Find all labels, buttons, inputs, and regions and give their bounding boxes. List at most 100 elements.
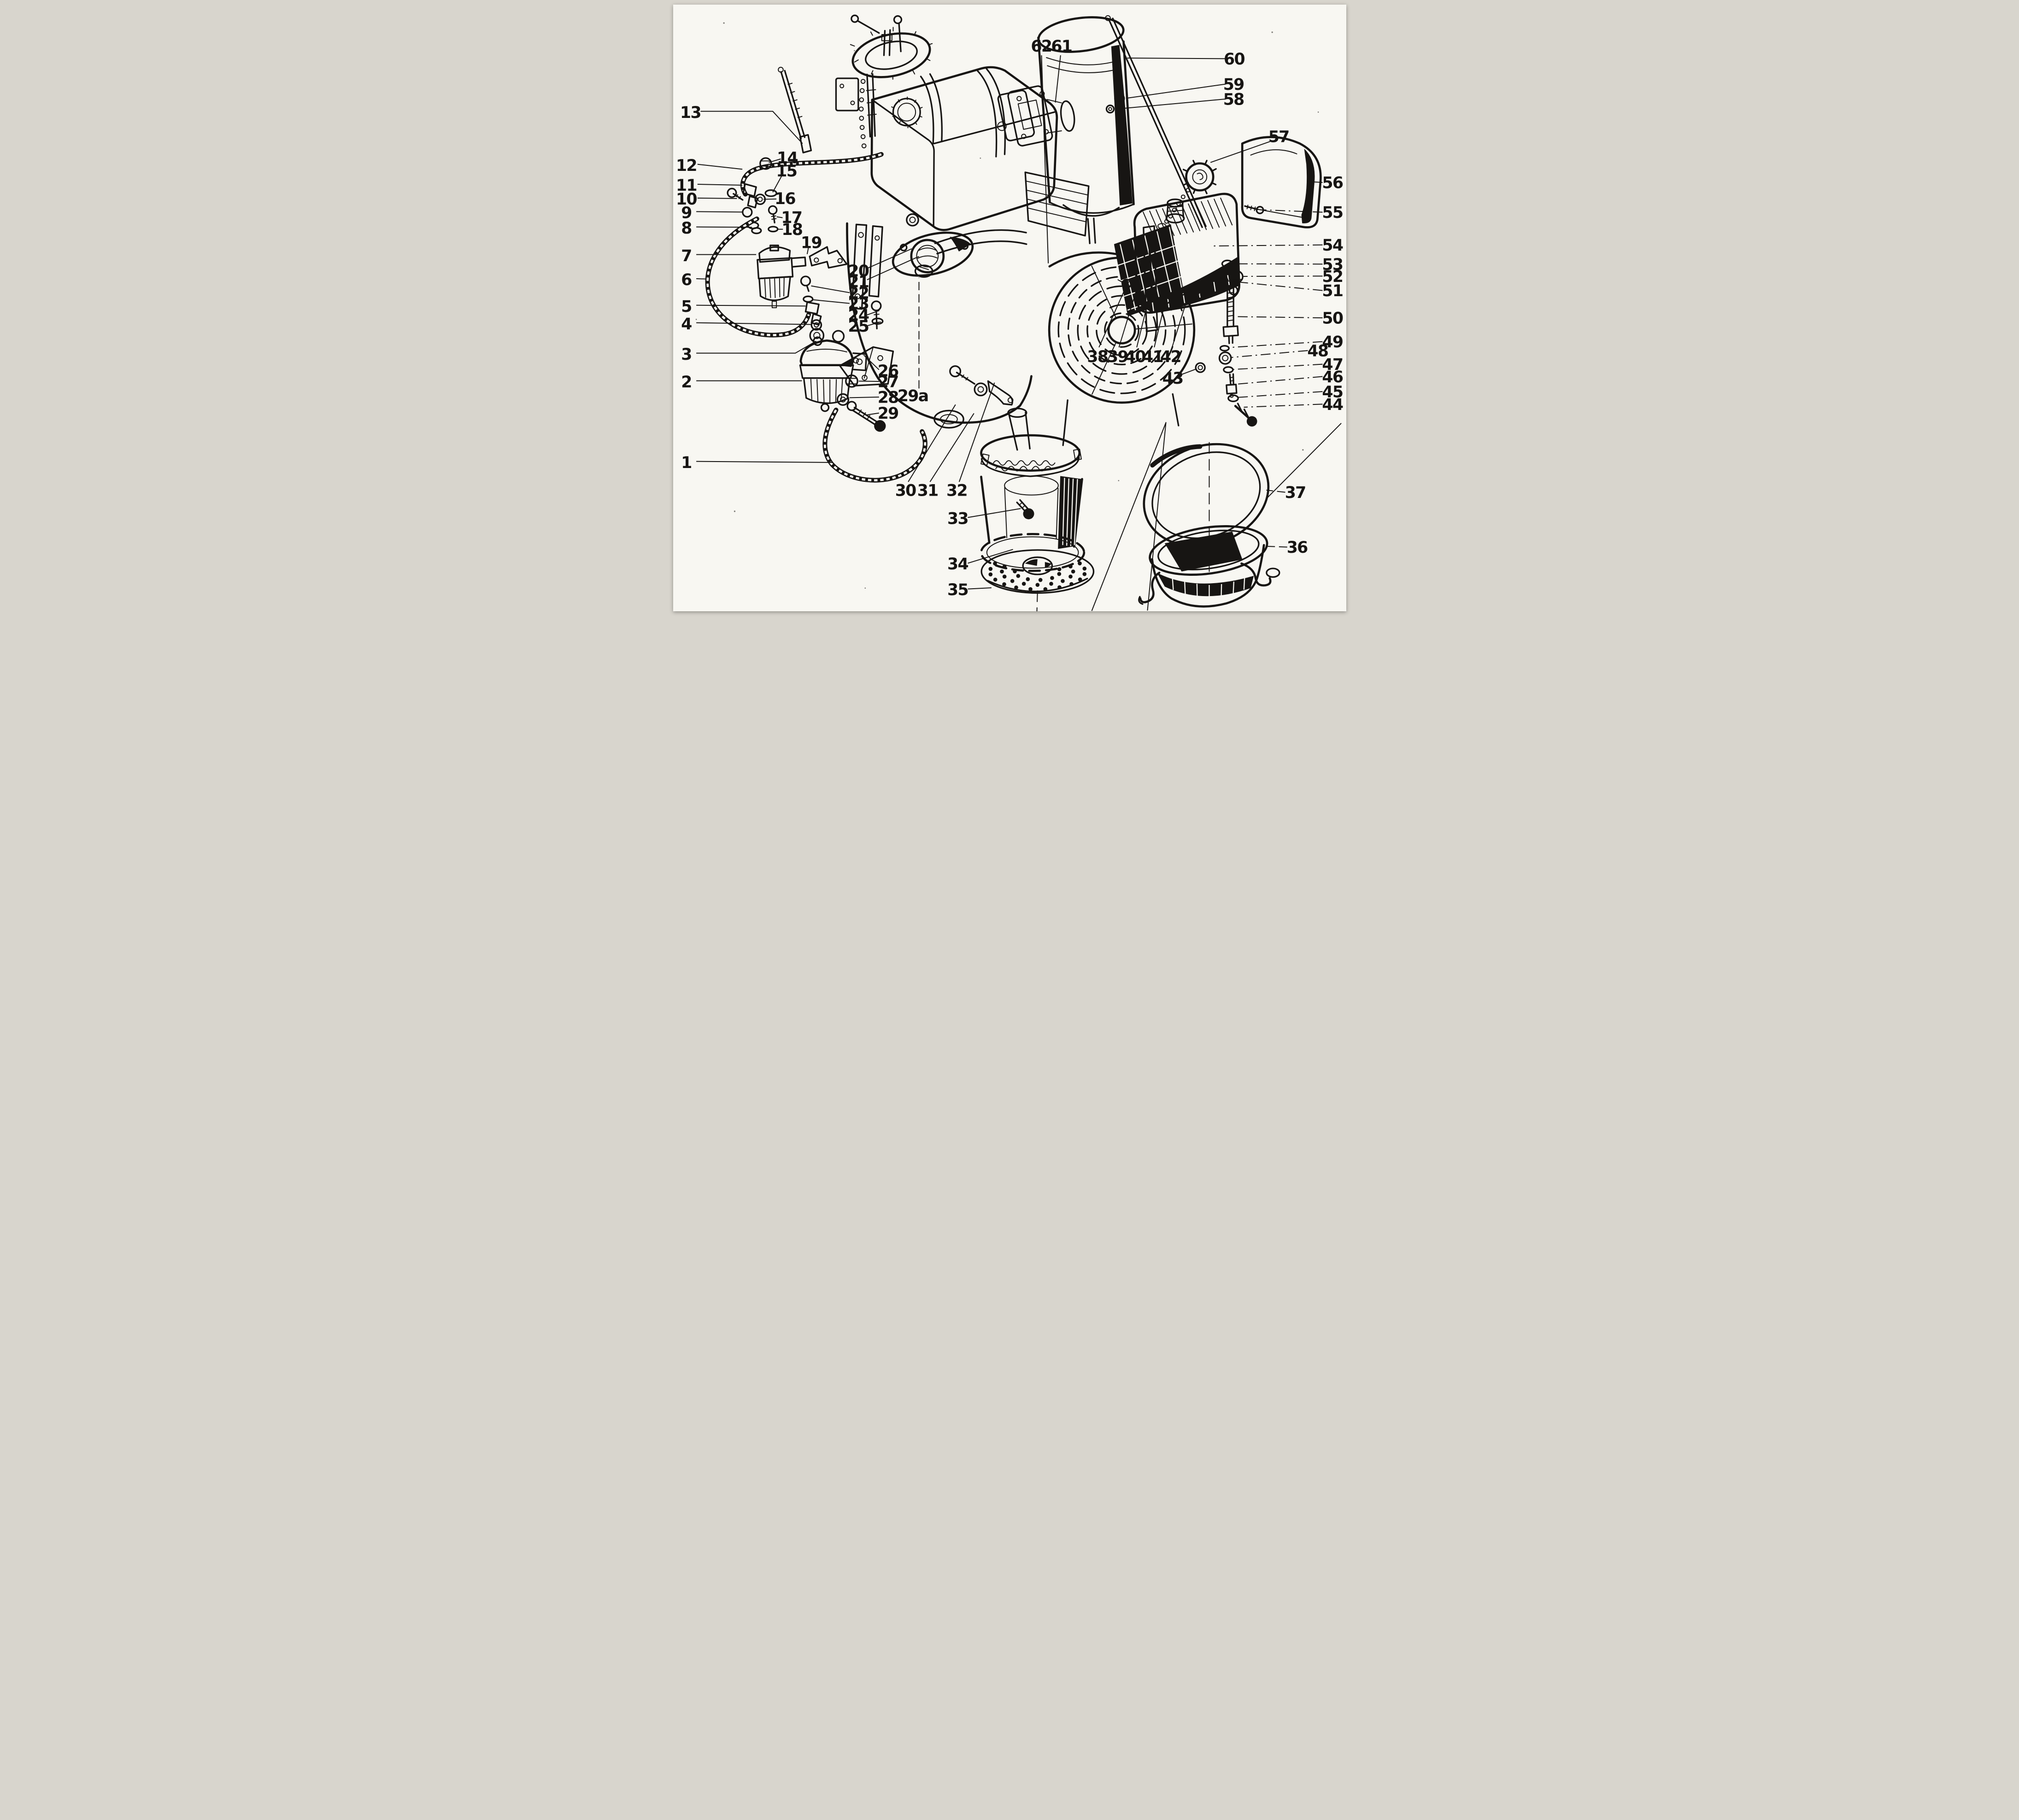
banjo-bolt-10 <box>727 187 744 201</box>
fastener-column-44-50 <box>1218 287 1257 427</box>
plate-perforation <box>1071 569 1075 574</box>
callout-41: 41 <box>1142 348 1163 366</box>
leader-17 <box>776 216 783 218</box>
callout-20: 20 <box>848 262 869 281</box>
plate-perforation <box>1057 567 1061 571</box>
callout-34: 34 <box>947 555 968 574</box>
leader-48 <box>1231 350 1308 358</box>
intake-flange-20-21 <box>892 231 974 277</box>
leader-19 <box>806 248 809 254</box>
leader-11 <box>697 184 742 186</box>
inlet-stub <box>1007 408 1031 451</box>
plate-perforation <box>1014 585 1018 590</box>
callout-45: 45 <box>1322 383 1343 401</box>
union-nut-14 <box>759 157 772 170</box>
ring-48 <box>1218 351 1232 365</box>
plate-perforation <box>1002 574 1006 579</box>
leader-46 <box>1236 376 1323 385</box>
callout-10: 10 <box>676 190 697 209</box>
pin-40 <box>1146 291 1153 298</box>
callout-30: 30 <box>895 481 916 500</box>
callout-43: 43 <box>1162 369 1183 388</box>
callout-25: 25 <box>848 317 869 336</box>
callout-5: 5 <box>681 298 691 316</box>
fuel-tank <box>870 66 1058 231</box>
dome-nut-52 <box>1231 270 1244 283</box>
fuel-filter-2 <box>799 328 867 412</box>
leader-40 <box>1136 297 1150 348</box>
callout-28: 28 <box>877 388 898 407</box>
washer-47 <box>1222 366 1233 374</box>
plate-perforation <box>988 572 992 577</box>
leader-32 <box>958 382 995 482</box>
leader-26 <box>863 354 880 370</box>
tank-sender-ring <box>835 14 933 148</box>
callout-52: 52 <box>1322 268 1343 286</box>
plate-perforation <box>1010 579 1014 583</box>
callout-23: 23 <box>848 295 869 313</box>
plate-perforation <box>1068 564 1073 568</box>
ring-9 <box>741 206 753 218</box>
leader-44 <box>1243 404 1323 408</box>
leader-21 <box>866 256 919 281</box>
plate-perforation <box>1021 582 1026 586</box>
callout-13: 13 <box>680 104 701 122</box>
leader-56 <box>1304 181 1323 183</box>
leader-5 <box>696 304 806 307</box>
callout-60: 60 <box>1224 50 1244 69</box>
tank-cap-57 <box>1157 159 1217 229</box>
callout-15: 15 <box>776 162 797 181</box>
stud-washer-38 <box>1117 279 1132 289</box>
bowl-clip-left <box>1138 572 1161 605</box>
callout-38: 38 <box>1087 348 1108 366</box>
washer-15 <box>764 189 777 197</box>
washer-53 <box>1221 259 1233 268</box>
plate-perforation <box>1035 583 1039 587</box>
leader-51 <box>1227 281 1323 291</box>
callout-2: 2 <box>681 373 691 392</box>
bowl-clip-right <box>1240 562 1280 587</box>
fuel-hose-1 <box>822 393 927 483</box>
callout-39: 39 <box>1107 348 1128 366</box>
callout-27: 27 <box>877 373 898 391</box>
cooling-fan-shroud <box>1048 251 1195 446</box>
plate-perforation <box>1082 567 1086 571</box>
leader-9 <box>696 211 743 213</box>
bolt-22 <box>800 275 811 292</box>
callout-9: 9 <box>681 204 691 222</box>
leader-12 <box>697 164 742 170</box>
elbow-fitting-44 <box>1234 403 1257 427</box>
leader-55 <box>1259 209 1323 213</box>
exhaust-gasket-62 <box>997 89 1035 141</box>
callout-11: 11 <box>676 176 697 195</box>
callout-29: 29 <box>877 404 898 423</box>
callout-layer: 1234567891011121314151617181920212223242… <box>676 37 1344 599</box>
muffler-assembly <box>997 16 1135 244</box>
leader-3 <box>696 340 816 354</box>
plate-perforation <box>1002 564 1006 568</box>
oil-bowl-36 <box>1138 525 1280 608</box>
callout-42: 42 <box>1160 348 1181 366</box>
banjo-cluster-30-32 <box>949 365 1014 406</box>
callout-17: 17 <box>781 209 802 227</box>
callout-3: 3 <box>681 345 691 364</box>
washer-23 <box>802 295 814 303</box>
flange-washer-58 <box>1105 105 1115 114</box>
leader-14 <box>768 158 781 163</box>
leader-60 <box>1127 58 1226 59</box>
callout-51: 51 <box>1322 282 1343 300</box>
mount-bracket-38-42 <box>1142 225 1158 332</box>
banjo-bolt-29 <box>851 407 886 432</box>
callout-47: 47 <box>1322 356 1343 374</box>
exploded-parts-diagram: 1234567891011121314151617181920212223242… <box>676 14 1344 611</box>
plate-perforation <box>1002 582 1006 586</box>
callout-1: 1 <box>681 454 691 472</box>
bowl-rim-34 <box>980 533 1085 572</box>
plate-perforation <box>992 562 997 566</box>
leader-37 <box>1266 490 1285 493</box>
callout-44: 44 <box>1322 396 1343 414</box>
plate-perforation <box>1082 572 1086 576</box>
callout-18: 18 <box>781 221 802 239</box>
leader-15 <box>772 174 783 193</box>
